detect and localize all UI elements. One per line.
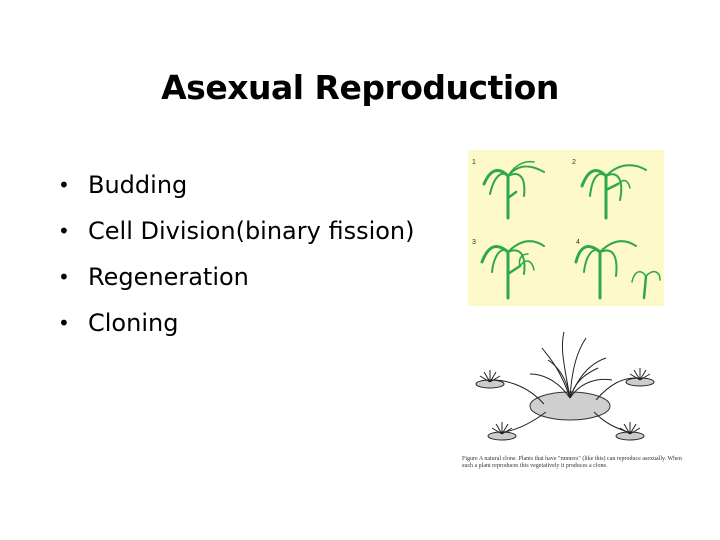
hydra-2 [580,164,647,220]
hydra-budding-illustration: 1 2 3 4 [468,150,664,306]
figure-caption: Figure A natural clone. Plants that have… [462,456,682,470]
hydra-3 [480,240,545,300]
bullet-item: • Cell Division(binary fission) [58,208,415,254]
bullet-dot: • [58,265,70,289]
bullet-item: • Regeneration [58,254,415,300]
slide-title: Asexual Reproduction [161,68,559,107]
panel-label-1: 1 [472,159,476,166]
panel-label-4: 4 [576,239,580,246]
bullet-text: Cell Division(binary fission) [88,217,415,245]
hydra-1 [482,160,545,220]
bullet-dot: • [58,219,70,243]
bullet-dot: • [58,311,70,335]
bullet-item: • Cloning [58,300,415,346]
bullet-text: Cloning [88,309,179,337]
caption-label: Figure [462,456,478,462]
panel-label-3: 3 [472,239,476,246]
hydra-illustration-svg: 1 2 3 4 [472,159,661,300]
panel-label-2: 2 [572,159,576,166]
bullet-text: Budding [88,171,188,199]
plant-runner-clone-illustration [460,328,688,478]
bullet-dot: • [58,173,70,197]
bullet-list: •Budding •Cell Division(binary fission) … [58,162,415,346]
daughter-plant-right-bottom [615,422,645,441]
daughter-plant-right-top [625,368,655,387]
bullet-text: Regeneration [88,263,249,291]
daughter-plant-left-top [475,370,505,389]
daughter-plant-left-bottom [487,422,517,441]
hydra-4 [574,240,661,300]
caption-text: A natural clone. Plants that have "runne… [462,456,682,469]
bullet-item: • Budding [58,162,415,208]
plant-clone-svg [475,331,655,441]
